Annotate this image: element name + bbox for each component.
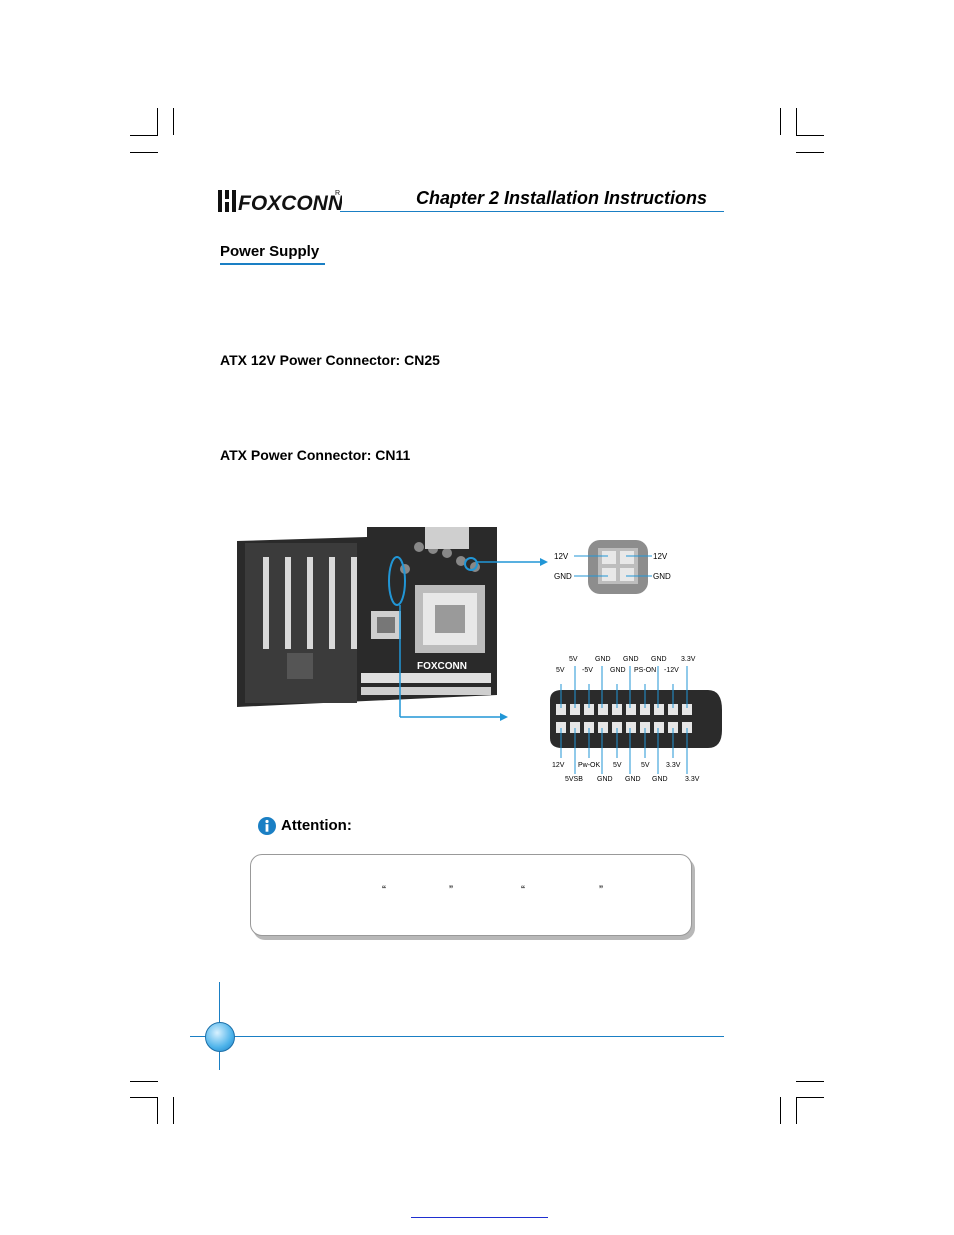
pin-label: 3.3V bbox=[681, 656, 696, 663]
crop-mark bbox=[780, 1097, 781, 1124]
quote-close: ” bbox=[449, 883, 453, 897]
atx-connector-detail: 5V GND GND GND 3.3V 5V -5V GND PS-ON -12… bbox=[550, 656, 722, 783]
pin-label: 5V bbox=[613, 762, 622, 769]
pin-label: 12V bbox=[554, 552, 569, 561]
info-icon bbox=[258, 817, 276, 835]
pin-label: GND bbox=[595, 656, 611, 663]
header-rule bbox=[340, 211, 724, 212]
page-number-badge bbox=[205, 1022, 235, 1052]
footer-link-underline[interactable] bbox=[411, 1217, 548, 1218]
pin-label: GND bbox=[554, 572, 572, 581]
attention-note-box: “ ” “ ” bbox=[250, 854, 692, 936]
crop-mark bbox=[130, 135, 158, 136]
pin-label: 3.3V bbox=[666, 762, 681, 769]
crop-mark bbox=[173, 108, 174, 135]
pin-label: GND bbox=[623, 656, 639, 663]
pin-label: GND bbox=[625, 776, 641, 783]
pin-label: 5V bbox=[556, 667, 565, 674]
pin-label: GND bbox=[610, 667, 626, 674]
pin-label: GND bbox=[653, 572, 671, 581]
subheading-atx12v: ATX 12V Power Connector: CN25 bbox=[220, 352, 440, 368]
attention-label: Attention: bbox=[281, 817, 352, 834]
pin-label: -12V bbox=[664, 667, 679, 674]
pin-label: 3.3V bbox=[685, 776, 700, 783]
svg-text:FOXCONN: FOXCONN bbox=[417, 661, 467, 672]
pin-label: Pw-OK bbox=[578, 762, 601, 769]
crop-mark bbox=[796, 1097, 824, 1098]
motherboard-image: FOXCONN bbox=[237, 527, 497, 707]
crop-mark bbox=[173, 1097, 174, 1124]
pin-label: GND bbox=[652, 776, 668, 783]
pin-label: 5V bbox=[641, 762, 650, 769]
pin-label: GND bbox=[597, 776, 613, 783]
pin-label: 12V bbox=[552, 762, 565, 769]
pin-label: GND bbox=[651, 656, 667, 663]
crop-mark bbox=[796, 108, 797, 135]
foxconn-logo: FOXCONN R bbox=[218, 190, 342, 214]
crop-mark bbox=[130, 1097, 158, 1098]
quote-open: “ bbox=[382, 883, 386, 897]
crop-mark bbox=[780, 108, 781, 135]
section-underline bbox=[220, 263, 325, 265]
crop-mark bbox=[130, 1081, 158, 1082]
crop-mark bbox=[796, 1097, 797, 1124]
crop-mark bbox=[130, 152, 158, 153]
crop-mark bbox=[157, 1097, 158, 1124]
section-title: Power Supply bbox=[220, 243, 320, 260]
footer-rule bbox=[190, 1036, 724, 1037]
chapter-title: Chapter 2 Installation Instructions bbox=[416, 188, 708, 208]
crop-mark bbox=[796, 135, 824, 136]
quote-close: ” bbox=[599, 883, 603, 897]
pin-label: 5V bbox=[569, 656, 578, 663]
subheading-atx: ATX Power Connector: CN11 bbox=[220, 447, 411, 463]
quote-open: “ bbox=[521, 883, 525, 897]
atx12v-connector-detail: 12V GND 12V GND bbox=[554, 540, 671, 594]
pin-label: 12V bbox=[653, 552, 668, 561]
pin-label: PS-ON bbox=[634, 667, 656, 674]
pin-label: -5V bbox=[582, 667, 593, 674]
brand-text: FOXCONN bbox=[238, 192, 342, 214]
pin-label: 5VSB bbox=[565, 776, 583, 783]
crop-mark bbox=[157, 108, 158, 135]
crop-mark bbox=[796, 152, 824, 153]
pointer-lines bbox=[399, 558, 548, 721]
crop-mark bbox=[796, 1081, 824, 1082]
svg-text:R: R bbox=[335, 190, 340, 197]
